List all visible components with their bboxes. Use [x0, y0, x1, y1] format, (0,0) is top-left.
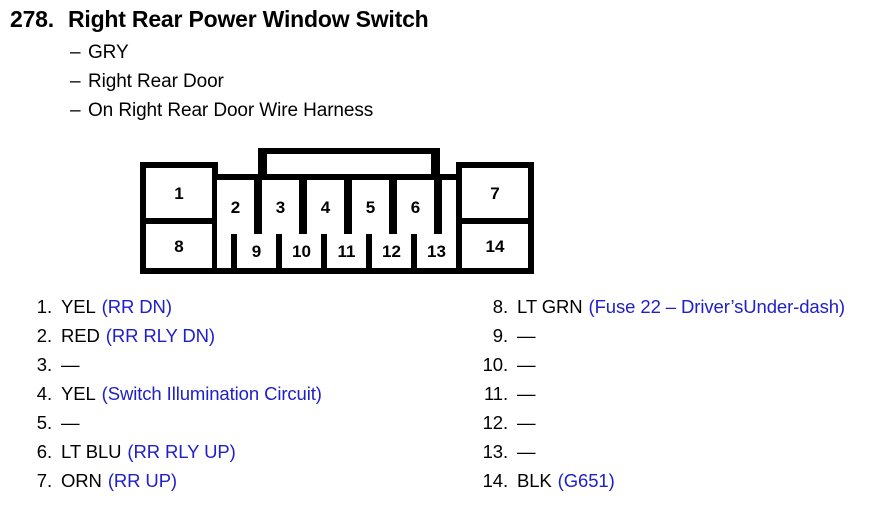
connector-pin-10[interactable]: 10	[282, 234, 321, 268]
component-title: Right Rear Power Window Switch	[67, 6, 429, 32]
pin-empty-marker: —	[517, 383, 536, 404]
pin-empty-marker: —	[517, 354, 536, 375]
pin-empty-marker: —	[61, 354, 80, 375]
subtitle-text: On Right Rear Door Wire Harness	[88, 100, 374, 121]
pin-list-item: 3. —	[18, 354, 468, 383]
pin-list-item: 10. —	[474, 354, 894, 383]
pin-label: 8	[174, 236, 184, 256]
subtitle-harness: –On Right Rear Door Wire Harness	[70, 100, 373, 122]
pin-list-item: 8. LT GRN (Fuse 22 – Driver’sUnder-dash)	[474, 296, 894, 325]
pin-number: 14.	[482, 470, 509, 491]
pin-empty-marker: —	[517, 441, 536, 462]
pin-list-item: 2. RED (RR RLY DN)	[18, 325, 468, 354]
dash-marker: –	[70, 71, 81, 92]
subtitle-connector-color: –GRY	[70, 42, 129, 64]
pin-wire-color: RED	[61, 325, 100, 346]
pin-list-item: 11. —	[474, 383, 894, 412]
connector-pin-5[interactable]: 5	[352, 180, 389, 234]
pin-number: 10.	[482, 354, 509, 375]
pin-list-item: 5. —	[18, 412, 468, 441]
pin-number: 6.	[36, 441, 52, 462]
connector-pin-8[interactable]: 8	[146, 224, 212, 268]
connector-pin-14[interactable]: 14	[462, 224, 528, 268]
pin-wire-color: BLK	[517, 470, 552, 491]
pin-number: 1.	[36, 296, 52, 317]
pin-label: 5	[365, 197, 376, 217]
pin-wire-color: LT GRN	[517, 296, 583, 317]
pin-list-item: 1. YEL (RR DN)	[18, 296, 468, 325]
pin-label: 11	[337, 241, 356, 261]
pin-circuit-name: (RR RLY DN)	[105, 325, 215, 346]
subtitle-text: GRY	[88, 42, 129, 63]
pin-circuit-name: (RR DN)	[101, 296, 172, 317]
pin-list-item: 12. —	[474, 412, 894, 441]
pin-number: 12.	[482, 412, 509, 433]
pin-label: 4	[320, 197, 331, 217]
pin-circuit-name: (Fuse 22 – Driver’sUnder-dash)	[588, 296, 846, 317]
pin-label: 12	[382, 241, 401, 261]
pin-circuit-name: (Switch Illumination Circuit)	[101, 383, 322, 404]
pin-list-item: 6. LT BLU (RR RLY UP)	[18, 441, 468, 470]
pin-number: 7.	[36, 470, 52, 491]
dash-marker: –	[70, 100, 81, 121]
pin-label: 3	[275, 197, 286, 217]
pin-number: 3.	[36, 354, 52, 375]
pin-label: 9	[251, 241, 262, 261]
pin-wire-color: LT BLU	[61, 441, 122, 462]
pin-label: 6	[410, 197, 421, 217]
pin-label: 2	[230, 197, 241, 217]
connector-latch-tab-left	[258, 148, 267, 180]
pin-list-left-column: 1. YEL (RR DN) 2. RED (RR RLY DN) 3. — 4…	[18, 296, 468, 499]
connector-top-filler-right	[442, 180, 456, 234]
connector-pin-4[interactable]: 4	[307, 180, 344, 234]
pin-list-item: 14. BLK (G651)	[474, 470, 894, 499]
pin-circuit-name: (RR RLY UP)	[127, 441, 236, 462]
connector-pin-2[interactable]: 2	[217, 180, 254, 234]
pin-list-item: 13. —	[474, 441, 894, 470]
connector-pin-13[interactable]: 13	[417, 234, 456, 268]
subtitle-location: –Right Rear Door	[70, 71, 224, 93]
connector-diagram: 1 2 3 4 5 6 7 8 9 10 11 12 13 14	[140, 146, 534, 274]
pin-number: 11.	[483, 383, 508, 404]
pin-label: 10	[292, 241, 311, 261]
pin-wire-color: YEL	[61, 383, 96, 404]
pin-wire-color: YEL	[61, 296, 96, 317]
pin-empty-marker: —	[61, 412, 80, 433]
pin-number: 9.	[492, 325, 508, 346]
connector-bottom-filler-left	[217, 234, 231, 268]
pin-number: 2.	[36, 325, 52, 346]
pin-empty-marker: —	[517, 412, 536, 433]
pin-label: 14	[485, 236, 505, 256]
dash-marker: –	[70, 42, 81, 63]
pin-number: 4.	[36, 383, 52, 404]
connector-pin-12[interactable]: 12	[372, 234, 411, 268]
pin-list-item: 7. ORN (RR UP)	[18, 470, 468, 499]
pin-list-item: 4. YEL (Switch Illumination Circuit)	[18, 383, 468, 412]
pin-number: 5.	[36, 412, 52, 433]
connector-latch-tab-right	[431, 148, 440, 180]
subtitle-text: Right Rear Door	[88, 71, 224, 92]
connector-pin-11[interactable]: 11	[327, 234, 366, 268]
pin-circuit-name: (G651)	[557, 470, 615, 491]
pin-circuit-name: (RR UP)	[107, 470, 177, 491]
connector-pin-6[interactable]: 6	[397, 180, 434, 234]
connector-top-bar	[258, 148, 440, 154]
connector-pin-3[interactable]: 3	[262, 180, 299, 234]
pin-wire-color: ORN	[61, 470, 102, 491]
pin-list-right-column: 8. LT GRN (Fuse 22 – Driver’sUnder-dash)…	[474, 296, 894, 499]
connector-pin-9[interactable]: 9	[237, 234, 276, 268]
page-title: 278. Right Rear Power Window Switch	[10, 6, 429, 33]
pin-label: 1	[174, 183, 184, 203]
pin-number: 8.	[492, 296, 508, 317]
connector-pin-7[interactable]: 7	[462, 168, 528, 218]
pin-list-item: 9. —	[474, 325, 894, 354]
pin-number: 13.	[482, 441, 509, 462]
pin-empty-marker: —	[517, 325, 536, 346]
connector-pin-1[interactable]: 1	[146, 168, 212, 218]
pin-label: 7	[490, 183, 500, 203]
pin-label: 13	[427, 241, 446, 261]
item-number: 278.	[10, 6, 54, 32]
